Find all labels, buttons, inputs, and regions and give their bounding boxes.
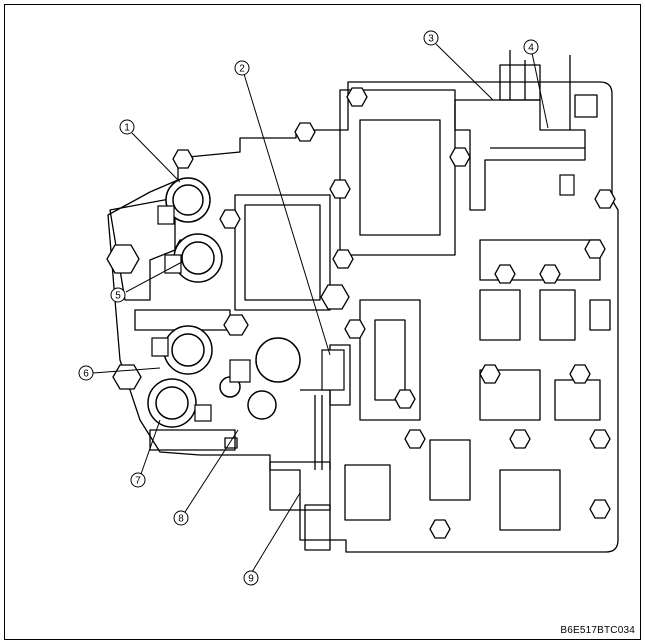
callout-label-8: 8 — [178, 514, 184, 525]
figure-code: B6E517BTC034 — [560, 625, 635, 636]
leader-6 — [92, 367, 161, 374]
leader-8 — [184, 429, 239, 513]
leader-1 — [131, 132, 181, 183]
callout-label-6: 6 — [83, 369, 89, 380]
bolt-head — [509, 429, 531, 449]
bolt-head — [494, 264, 516, 284]
bolt-head — [569, 364, 591, 384]
valve-body-outline — [107, 81, 619, 553]
leader-4 — [531, 52, 549, 129]
bolt-head — [404, 429, 426, 449]
leader-7 — [140, 419, 161, 475]
callout-6: 6 — [78, 365, 94, 381]
callouts: 1 2 3 4 5 6 7 8 — [78, 30, 539, 586]
bolt-head — [584, 239, 606, 259]
callout-9: 9 — [243, 570, 259, 586]
callout-3: 3 — [423, 30, 439, 46]
callout-4: 4 — [523, 39, 539, 55]
solenoid-center — [255, 337, 301, 383]
leader-3 — [435, 43, 494, 101]
bolt-head — [223, 314, 249, 336]
upper-block — [339, 89, 456, 256]
bolt-head — [346, 87, 368, 107]
bolt-head — [294, 122, 316, 142]
figure-frame — [4, 4, 641, 640]
callout-1: 1 — [119, 119, 135, 135]
callout-2: 2 — [234, 60, 250, 76]
bolt-head — [594, 189, 616, 209]
leader-5 — [125, 261, 183, 293]
left-housing — [234, 194, 331, 311]
bolt-head — [172, 149, 194, 169]
callout-label-3: 3 — [428, 34, 434, 45]
callout-label-2: 2 — [239, 64, 245, 75]
callout-5: 5 — [110, 287, 126, 303]
bolt-head — [479, 364, 501, 384]
leader-9 — [251, 492, 301, 573]
bracket — [454, 99, 586, 211]
callout-label-4: 4 — [528, 43, 534, 54]
bolt-head — [112, 364, 142, 390]
bolt-head — [106, 244, 140, 274]
bolt-head — [539, 264, 561, 284]
callout-label-1: 1 — [124, 123, 130, 134]
bolt-head — [589, 429, 611, 449]
bolt-head — [332, 249, 354, 269]
leader-2 — [243, 73, 331, 356]
leader-lines — [92, 43, 549, 573]
bolt-head — [329, 179, 351, 199]
bolt-head — [589, 499, 611, 519]
solenoid-lower — [247, 390, 277, 420]
callout-label-7: 7 — [135, 476, 141, 487]
bolt-head — [344, 319, 366, 339]
callout-7: 7 — [130, 472, 146, 488]
callout-label-9: 9 — [248, 574, 254, 585]
callout-label-5: 5 — [115, 291, 121, 302]
bolt-head — [429, 519, 451, 539]
connectors — [151, 174, 575, 422]
bolt-head — [449, 147, 471, 167]
bolt-head — [219, 209, 241, 229]
callout-8: 8 — [173, 510, 189, 526]
bolt-head — [394, 389, 416, 409]
bolt-head — [320, 284, 350, 310]
solenoids — [147, 177, 301, 428]
